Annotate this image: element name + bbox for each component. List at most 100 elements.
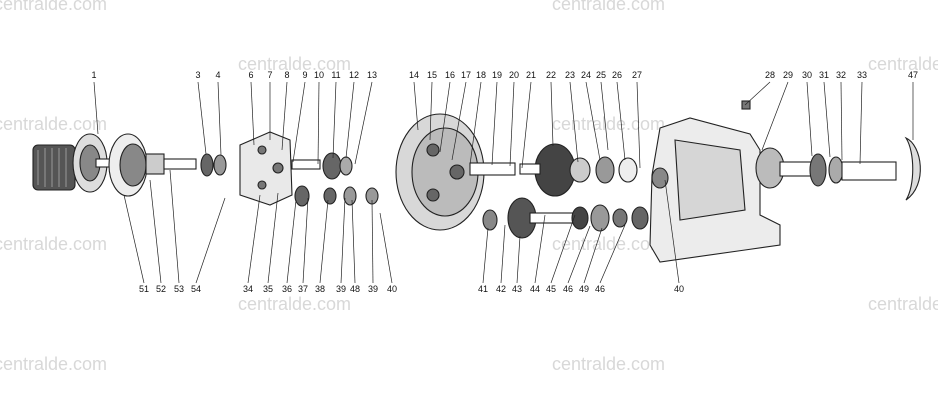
leader-line <box>217 81 222 156</box>
leader-line <box>583 227 603 284</box>
part-number-label: 48 <box>350 284 360 294</box>
part-number-label: 39 <box>368 284 378 294</box>
part-number-label: 7 <box>267 70 272 80</box>
part-number-label: 1 <box>91 70 96 80</box>
leader-line <box>371 199 374 284</box>
part-number-label: 40 <box>674 284 684 294</box>
part-number-label: 36 <box>282 284 292 294</box>
leader-line <box>569 81 579 163</box>
leader-line <box>806 81 813 157</box>
part-number-label: 3 <box>195 70 200 80</box>
leader-line <box>469 81 482 166</box>
leader-line <box>491 81 498 166</box>
part-number-label: 8 <box>284 70 289 80</box>
part-number-label: 18 <box>476 70 486 80</box>
leader-line <box>379 212 393 284</box>
leader-line <box>550 214 576 284</box>
part-number-label: 33 <box>857 70 867 80</box>
part-number-label: 29 <box>783 70 793 80</box>
leader-line <box>636 81 641 169</box>
leader-line <box>521 81 532 169</box>
leader-line <box>93 81 99 135</box>
part-number-label: 23 <box>565 70 575 80</box>
leader-line <box>509 81 515 167</box>
leader-line <box>247 194 261 284</box>
part-number-label: 20 <box>509 70 519 80</box>
leader-line <box>664 179 680 284</box>
gearbox-housing-part <box>649 100 785 263</box>
part-number-label: 27 <box>632 70 642 80</box>
part-number-label: 43 <box>512 284 522 294</box>
watermark: centralde.com <box>552 0 665 14</box>
leader-line <box>534 214 546 284</box>
watermark-layer: centralde.com centralde.com centralde.co… <box>0 0 938 374</box>
part-number-label: 37 <box>298 284 308 294</box>
part-number-label: 49 <box>579 284 589 294</box>
part-number-label: 40 <box>387 284 397 294</box>
leader-line <box>286 199 297 284</box>
watermark: centralde.com <box>0 114 107 134</box>
leader-line <box>413 81 419 131</box>
leader-line <box>123 194 145 284</box>
part-number-label: 31 <box>819 70 829 80</box>
leader-line <box>250 81 255 146</box>
watermark: centralde.com <box>552 354 665 374</box>
leader-line <box>345 81 355 159</box>
output-shaft-part <box>779 153 897 187</box>
watermark: centralde.com <box>0 354 107 374</box>
part-number-label: 54 <box>191 284 201 294</box>
watermark: centralde.com <box>552 234 665 254</box>
part-number-label: 21 <box>526 70 536 80</box>
part-number-label: 28 <box>765 70 775 80</box>
part-number-label: 13 <box>367 70 377 80</box>
leader-line <box>840 81 843 161</box>
part-number-label: 14 <box>409 70 419 80</box>
parts-layer <box>32 100 921 263</box>
part-number-label: 17 <box>461 70 471 80</box>
part-number-label: 10 <box>314 70 324 80</box>
leader-line <box>500 224 506 284</box>
part-number-label: 16 <box>445 70 455 80</box>
part-number-label: 44 <box>530 284 540 294</box>
part-number-label: 34 <box>243 284 253 294</box>
watermark: centralde.com <box>0 0 107 14</box>
part-number-label: 53 <box>174 284 184 294</box>
leader-line <box>195 197 226 284</box>
leader-line <box>439 81 451 153</box>
collar-part <box>200 153 227 177</box>
part-number-label: 42 <box>496 284 506 294</box>
leader-line <box>281 81 288 151</box>
part-number-label: 25 <box>596 70 606 80</box>
leader-line <box>585 81 601 161</box>
part-number-label: 9 <box>302 70 307 80</box>
leader-line <box>354 81 373 165</box>
leader-line <box>429 81 433 141</box>
leader-line <box>451 81 467 161</box>
part-number-label: 22 <box>546 70 556 80</box>
watermark: centralde.com <box>0 234 107 254</box>
leader-line <box>332 81 337 159</box>
part-number-label: 15 <box>427 70 437 80</box>
part-number-label: 26 <box>612 70 622 80</box>
watermark: centralde.com <box>868 54 938 74</box>
part-number-label: 46 <box>595 284 605 294</box>
part-number-label: 24 <box>581 70 591 80</box>
leader-line <box>616 81 626 161</box>
lower-gear-train-part <box>482 197 649 239</box>
watermark: centralde.com <box>238 294 351 314</box>
part-number-label: 38 <box>315 284 325 294</box>
watermark: centralde.com <box>868 294 938 314</box>
leader-line <box>169 169 180 284</box>
part-number-label: 47 <box>908 70 918 80</box>
ring-gear-housing-part <box>395 113 516 231</box>
part-number-label: 41 <box>478 284 488 294</box>
part-number-label: 11 <box>331 70 340 80</box>
part-number-label: 6 <box>248 70 253 80</box>
part-number-label: 30 <box>802 70 812 80</box>
planet-carrier-part <box>239 131 379 207</box>
watermark: centralde.com <box>552 114 665 134</box>
leader-line <box>744 81 771 106</box>
part-number-label: 4 <box>215 70 220 80</box>
